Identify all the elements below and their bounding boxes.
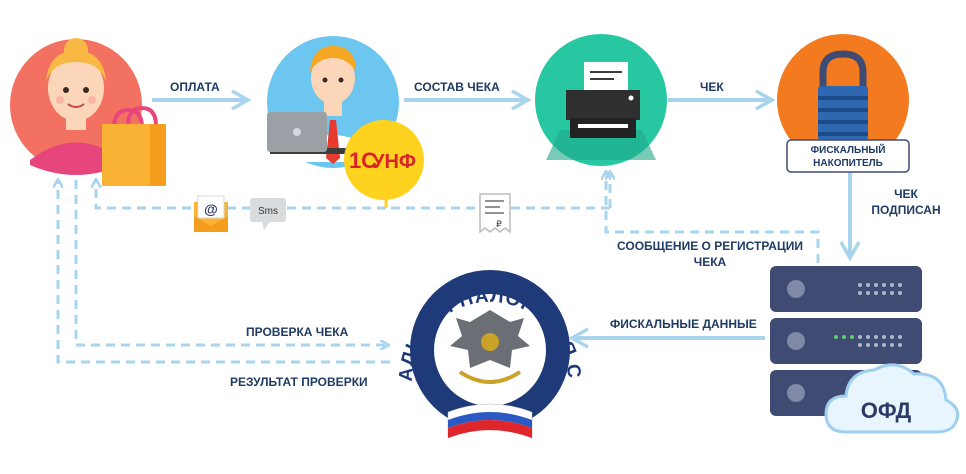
logo-1c-text: 1С xyxy=(349,148,377,173)
dashed-arrows xyxy=(58,172,820,364)
printer-icon xyxy=(535,34,667,166)
logo-1c-unf: 1С УНФ xyxy=(344,120,424,200)
solid-arrows xyxy=(152,89,861,349)
label-registration-line1: СООБЩЕНИЕ О РЕГИСТРАЦИИ xyxy=(617,239,803,253)
label-check-receipt: ПРОВЕРКА ЧЕКА xyxy=(246,325,349,339)
padlock-icon xyxy=(777,34,909,166)
label-signed-line1: ЧЕК xyxy=(894,187,918,201)
dashed-check-result xyxy=(58,180,390,364)
ofd-label: ОФД xyxy=(861,398,912,423)
logo-unf-text: УНФ xyxy=(372,151,416,173)
label-registration-line2: ЧЕКА xyxy=(694,255,727,269)
sms-text: Sms xyxy=(258,206,278,217)
label-receipt: ЧЕК xyxy=(700,80,724,94)
email-envelope-icon: @ xyxy=(194,195,228,232)
fiscal-storage-line2: НАКОПИТЕЛЬ xyxy=(813,158,883,169)
cashier-avatar xyxy=(267,36,399,168)
receipt-icon: ₽ xyxy=(479,193,511,234)
dashed-receipt-to-customer xyxy=(96,180,386,210)
dashed-registration-message xyxy=(606,172,820,263)
email-at-symbol: @ xyxy=(204,201,218,217)
label-check-result: РЕЗУЛЬТАТ ПРОВЕРКИ xyxy=(230,375,368,389)
fiscal-storage-label: ФИСКАЛЬНЫЙ НАКОПИТЕЛЬ xyxy=(786,139,910,173)
ruble-sign: ₽ xyxy=(496,220,502,230)
cloud-icon: ОФД xyxy=(824,363,960,434)
label-payment: ОПЛАТА xyxy=(170,80,220,94)
sms-bubble-icon: Sms xyxy=(250,198,286,230)
fiscal-storage-line1: ФИСКАЛЬНЫЙ xyxy=(811,143,886,156)
label-fiscal-data: ФИСКАЛЬНЫЕ ДАННЫЕ xyxy=(610,317,757,331)
shopping-bag-icon xyxy=(102,105,166,186)
dashed-check-receipt xyxy=(74,180,388,345)
label-signed-line2: ПОДПИСАН xyxy=(871,203,940,217)
label-receipt-contents: СОСТАВ ЧЕКА xyxy=(414,80,500,94)
